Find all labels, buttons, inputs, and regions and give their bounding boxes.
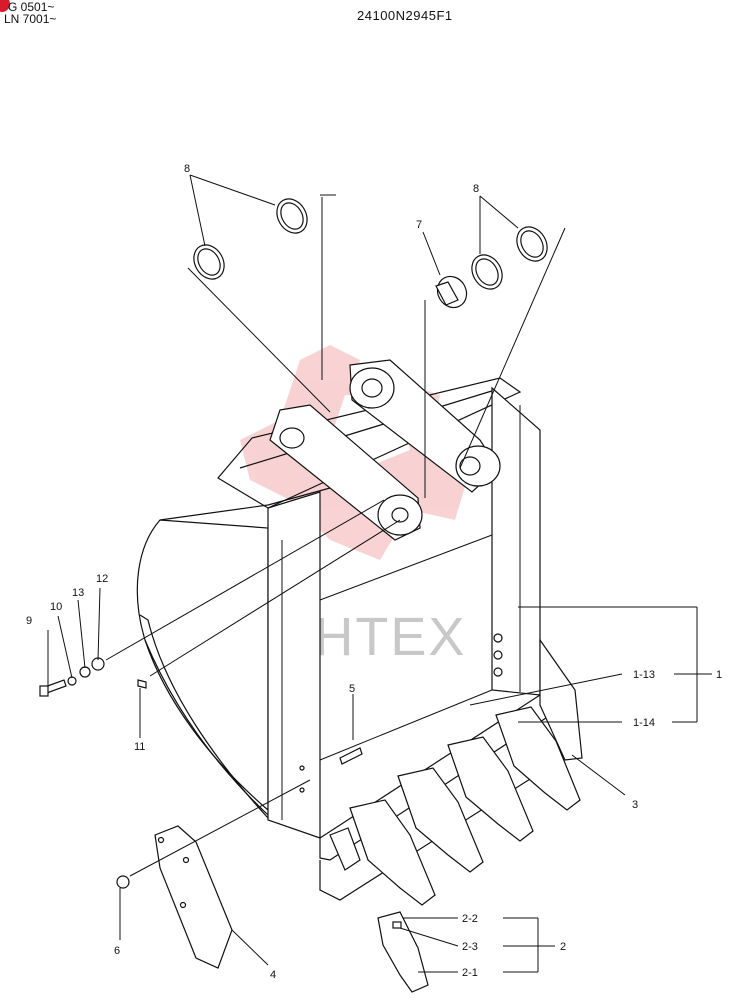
washer-10 — [67, 676, 77, 686]
o-ring-left-pair — [193, 198, 308, 280]
callout-1-13: 1-13 — [633, 669, 655, 681]
pin-11 — [137, 679, 147, 689]
bolt-holes — [299, 633, 503, 793]
callout-6: 6 — [114, 945, 120, 957]
callout-2: 2 — [560, 941, 566, 953]
nut-6 — [116, 875, 130, 889]
model-range-1: G 0501~ — [8, 0, 55, 14]
callout-2-1: 2-1 — [462, 967, 478, 979]
callout-11: 11 — [134, 741, 145, 753]
washer-13 — [79, 666, 91, 678]
callout-12: 12 — [96, 573, 108, 585]
left-side-plate — [267, 491, 321, 839]
bucket-shell — [136, 519, 269, 812]
bracket-right — [349, 359, 501, 493]
marker-dot — [0, 0, 10, 12]
bolt-5 — [339, 747, 363, 765]
callout-13: 13 — [72, 587, 84, 599]
bolt-9 — [39, 679, 67, 697]
bucket-teeth — [329, 706, 581, 906]
callout-7: 7 — [416, 219, 422, 231]
callout-2-3: 2-3 — [462, 941, 478, 953]
model-range-2: LN 7001~ — [4, 12, 57, 26]
callout-3: 3 — [632, 799, 638, 811]
top-plate — [217, 377, 522, 509]
right-side-plate — [491, 386, 541, 696]
callout-8-right: 8 — [473, 183, 479, 195]
callout-1: 1 — [716, 669, 722, 681]
o-ring-right-pair — [471, 226, 548, 290]
side-cutter-right — [539, 638, 583, 761]
bracket-left — [269, 404, 423, 541]
side-cutter-left — [154, 825, 233, 969]
loose-tooth — [377, 911, 429, 993]
callout-4: 4 — [270, 969, 276, 981]
callout-10: 10 — [50, 601, 62, 613]
document-code: 24100N2945F1 — [357, 8, 453, 23]
bushing — [435, 275, 468, 309]
callout-5: 5 — [349, 683, 355, 695]
leader-lines — [47, 174, 712, 973]
callout-1-14: 1-14 — [633, 717, 655, 729]
callout-9: 9 — [26, 615, 32, 627]
callout-8-left: 8 — [184, 163, 190, 175]
callout-2-2: 2-2 — [462, 913, 478, 925]
